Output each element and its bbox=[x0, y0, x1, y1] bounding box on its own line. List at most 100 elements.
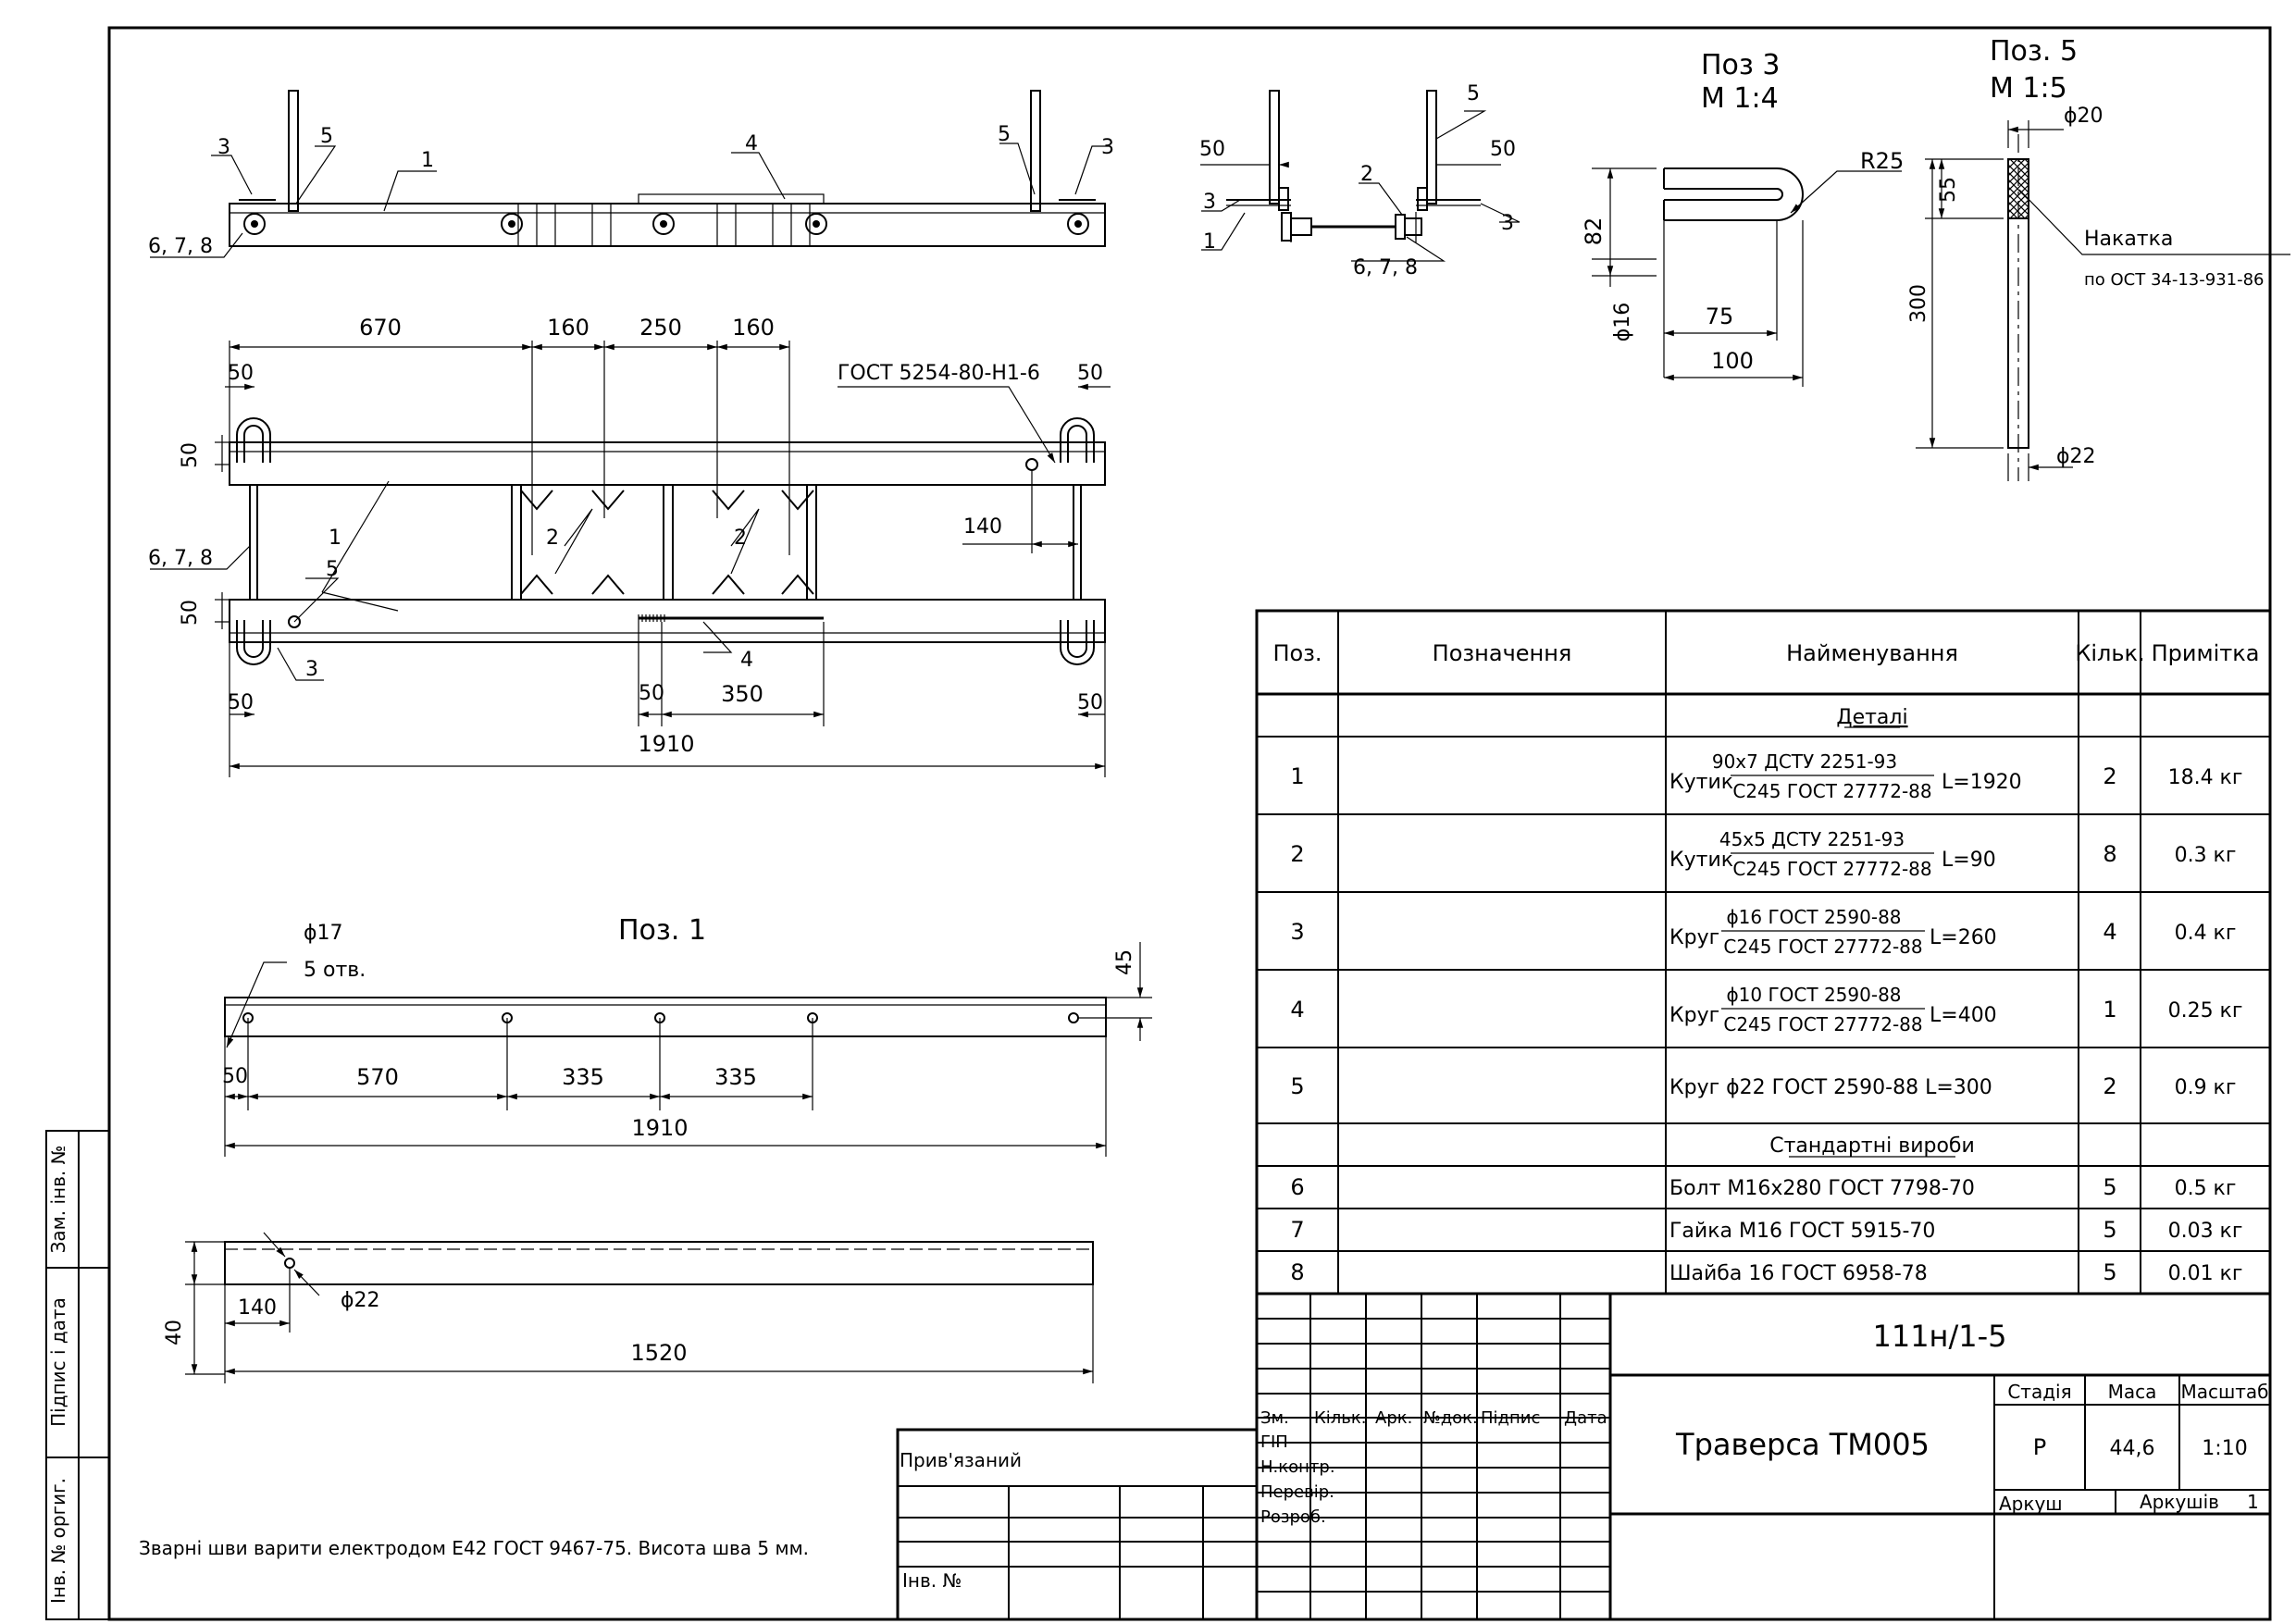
side-label-1: 1 bbox=[1203, 230, 1216, 254]
plan-view: 670 160 250 160 50 50 50 50 50 50 50 350… bbox=[148, 315, 1111, 777]
u-bolt-clips bbox=[236, 417, 1095, 665]
plan-dim-1910: 1910 bbox=[638, 731, 694, 757]
spec-section-standard: Стандартні вироби bbox=[1769, 1134, 1975, 1158]
specification-table: Поз. Позначення Найменування Кільк. Прим… bbox=[1255, 609, 2272, 1295]
plan-dim-160-b: 160 bbox=[732, 315, 775, 341]
title-block: Прив'язаний Інв. № Зм. Кільк. Арк. №док.… bbox=[896, 1292, 2272, 1621]
tb-sheets-label: Аркушів bbox=[2140, 1491, 2219, 1513]
tb-stage-value: Р bbox=[2033, 1434, 2046, 1460]
plan-dim-670: 670 bbox=[359, 315, 402, 341]
plan-label-3: 3 bbox=[305, 658, 318, 681]
plan-dim-160-a: 160 bbox=[547, 315, 590, 341]
tb-document-name: Траверса ТМ005 bbox=[1675, 1427, 1930, 1462]
tb-role-nk: Н.контр. bbox=[1260, 1457, 1335, 1477]
pos3-dim-82: 82 bbox=[1581, 217, 1607, 246]
spec-section-details: Деталі bbox=[1836, 706, 1907, 729]
side-view: 50 50 3 1 2 5 3 6, 7, 8 bbox=[1199, 82, 1520, 279]
spec-row-2-note: 0.3 кг bbox=[2175, 844, 2237, 867]
plan-label-5: 5 bbox=[326, 558, 339, 581]
sheet-frame bbox=[45, 26, 2272, 1621]
gusset-angles bbox=[511, 485, 817, 600]
spec-row-1-num: 90х7 ДСТУ 2251-93 bbox=[1712, 750, 1897, 773]
front-label-3-right: 3 bbox=[1101, 136, 1114, 159]
side-dim-50-left: 50 bbox=[1199, 138, 1225, 161]
pos1-dim-335-a: 335 bbox=[562, 1064, 604, 1090]
tb-col-sign: Підпис bbox=[1481, 1408, 1540, 1428]
spec-row-6-qty: 5 bbox=[2103, 1174, 2116, 1200]
spec-row-6-pos: 6 bbox=[1290, 1174, 1304, 1200]
pos1-detail: Поз. 1 ϕ17 5 от bbox=[222, 914, 1152, 1157]
rod-dim-d22: ϕ22 bbox=[341, 1289, 380, 1312]
side-dim-50-right: 50 bbox=[1490, 138, 1516, 161]
knurl-standard: по ОСТ 34-13-931-86 bbox=[2084, 270, 2265, 290]
pos1-dim-hole-diameter: ϕ17 bbox=[304, 922, 343, 945]
tb-sheet-label: Аркуш bbox=[1999, 1493, 2063, 1515]
knurl-label: Накатка bbox=[2084, 228, 2173, 251]
pos5-detail: Поз. 5 М 1:5 ϕ20 55 300 ϕ22 Накатка по О… bbox=[1907, 35, 2290, 481]
front-label-3-left: 3 bbox=[217, 136, 230, 159]
spec-row-3-prefix: Круг bbox=[1669, 926, 1719, 949]
pos1-dim-1910: 1910 bbox=[631, 1115, 688, 1141]
spec-row-2-num: 45х5 ДСТУ 2251-93 bbox=[1719, 828, 1905, 850]
spec-row-5-note: 0.9 кг bbox=[2175, 1076, 2237, 1099]
side-label-678: 6, 7, 8 bbox=[1353, 256, 1418, 279]
spec-row-2: 2 Кутик 45х5 ДСТУ 2251-93 С245 ГОСТ 2777… bbox=[1290, 828, 2236, 880]
pos5-dim-55: 55 bbox=[1937, 177, 1960, 203]
spec-row-2-pos: 2 bbox=[1290, 841, 1304, 867]
tb-sheets-value: 1 bbox=[2247, 1491, 2259, 1513]
pos3-dim-r25: R25 bbox=[1860, 148, 1904, 174]
spec-row-8: 8 Шайба 16 ГОСТ 6958-78 5 0.01 кг bbox=[1290, 1259, 2242, 1285]
pos3-dim-75: 75 bbox=[1706, 304, 1734, 329]
pos5-scale: М 1:5 bbox=[1990, 72, 2067, 105]
spec-row-5-name: Круг ϕ22 ГОСТ 2590-88 L=300 bbox=[1669, 1076, 1992, 1099]
side-label-2: 2 bbox=[1360, 163, 1373, 186]
front-label-5-left: 5 bbox=[320, 125, 333, 148]
pos1-holes bbox=[242, 1012, 1079, 1023]
spec-row-7-qty: 5 bbox=[2103, 1217, 2116, 1243]
spec-row-4-suffix: L=400 bbox=[1930, 1004, 1997, 1027]
plan-dim-50-left-2: 50 bbox=[179, 600, 202, 626]
spec-row-4-prefix: Круг bbox=[1669, 1004, 1719, 1027]
spec-row-1-suffix: L=1920 bbox=[1942, 771, 2022, 794]
sign-date-label: Підпис і дата bbox=[47, 1297, 69, 1427]
front-label-1: 1 bbox=[421, 149, 434, 172]
side-label-5: 5 bbox=[1467, 82, 1480, 105]
spec-row-3-note: 0.4 кг bbox=[2175, 922, 2237, 945]
plan-label-2-a: 2 bbox=[546, 527, 559, 550]
tb-role-dev: Розроб. bbox=[1260, 1507, 1326, 1527]
tb-role-gip: ГІП bbox=[1260, 1432, 1288, 1452]
plan-dim-50-pos4: 50 bbox=[639, 682, 664, 705]
tb-stage-label: Стадія bbox=[2007, 1381, 2071, 1403]
pos5-title: Поз. 5 bbox=[1990, 35, 2078, 68]
plan-label-1: 1 bbox=[329, 527, 341, 550]
spec-row-3-num: ϕ16 ГОСТ 2590-88 bbox=[1726, 906, 1901, 928]
spec-row-4-den: С245 ГОСТ 27772-88 bbox=[1723, 1013, 1922, 1035]
spec-header-pos: Поз. bbox=[1272, 640, 1322, 666]
spec-row-4-note: 0.25 кг bbox=[2168, 999, 2243, 1023]
pos5-dim-d20: ϕ20 bbox=[2064, 105, 2104, 128]
spec-row-2-den: С245 ГОСТ 27772-88 bbox=[1732, 858, 1931, 880]
rod-dim-140: 140 bbox=[238, 1296, 277, 1320]
tb-role-check: Перевір. bbox=[1260, 1482, 1334, 1502]
spec-row-3-den: С245 ГОСТ 27772-88 bbox=[1723, 936, 1922, 958]
front-label-5-right: 5 bbox=[998, 123, 1011, 146]
pos3-dim-d16: ϕ16 bbox=[1611, 303, 1634, 342]
spec-row-1-qty: 2 bbox=[2103, 763, 2116, 789]
spec-header-name: Найменування bbox=[1786, 640, 1958, 666]
tb-attached-label: Прив'язаний bbox=[900, 1449, 1022, 1471]
plan-gost-tag: ГОСТ 5254-80-Н1-6 bbox=[838, 362, 1040, 385]
spec-row-3: 3 Круг ϕ16 ГОСТ 2590-88 С245 ГОСТ 27772-… bbox=[1290, 906, 2236, 958]
spec-row-2-suffix: L=90 bbox=[1942, 849, 1996, 872]
side-strip: Інв. № оргиг. Підпис і дата Зам. інв. № bbox=[47, 1146, 69, 1604]
welding-note: Зварні шви варити електродом Е42 ГОСТ 94… bbox=[139, 1537, 809, 1559]
tb-col-sheet: Арк. bbox=[1375, 1408, 1412, 1428]
spec-row-3-suffix: L=260 bbox=[1930, 926, 1997, 949]
plan-dim-140: 140 bbox=[963, 515, 1002, 539]
pos1-title: Поз. 1 bbox=[618, 914, 706, 947]
spec-row-7-name: Гайка М16 ГОСТ 5915-70 bbox=[1669, 1220, 1935, 1243]
spec-row-6: 6 Болт М16х280 ГОСТ 7798-70 5 0.5 кг bbox=[1290, 1174, 2236, 1200]
pos5-dim-d22: ϕ22 bbox=[2056, 445, 2096, 468]
spec-row-5: 5 Круг ϕ22 ГОСТ 2590-88 L=300 2 0.9 кг bbox=[1290, 1073, 2236, 1099]
spec-row-8-note: 0.01 кг bbox=[2168, 1262, 2243, 1285]
plan-dim-50-top-right: 50 bbox=[1077, 362, 1103, 385]
